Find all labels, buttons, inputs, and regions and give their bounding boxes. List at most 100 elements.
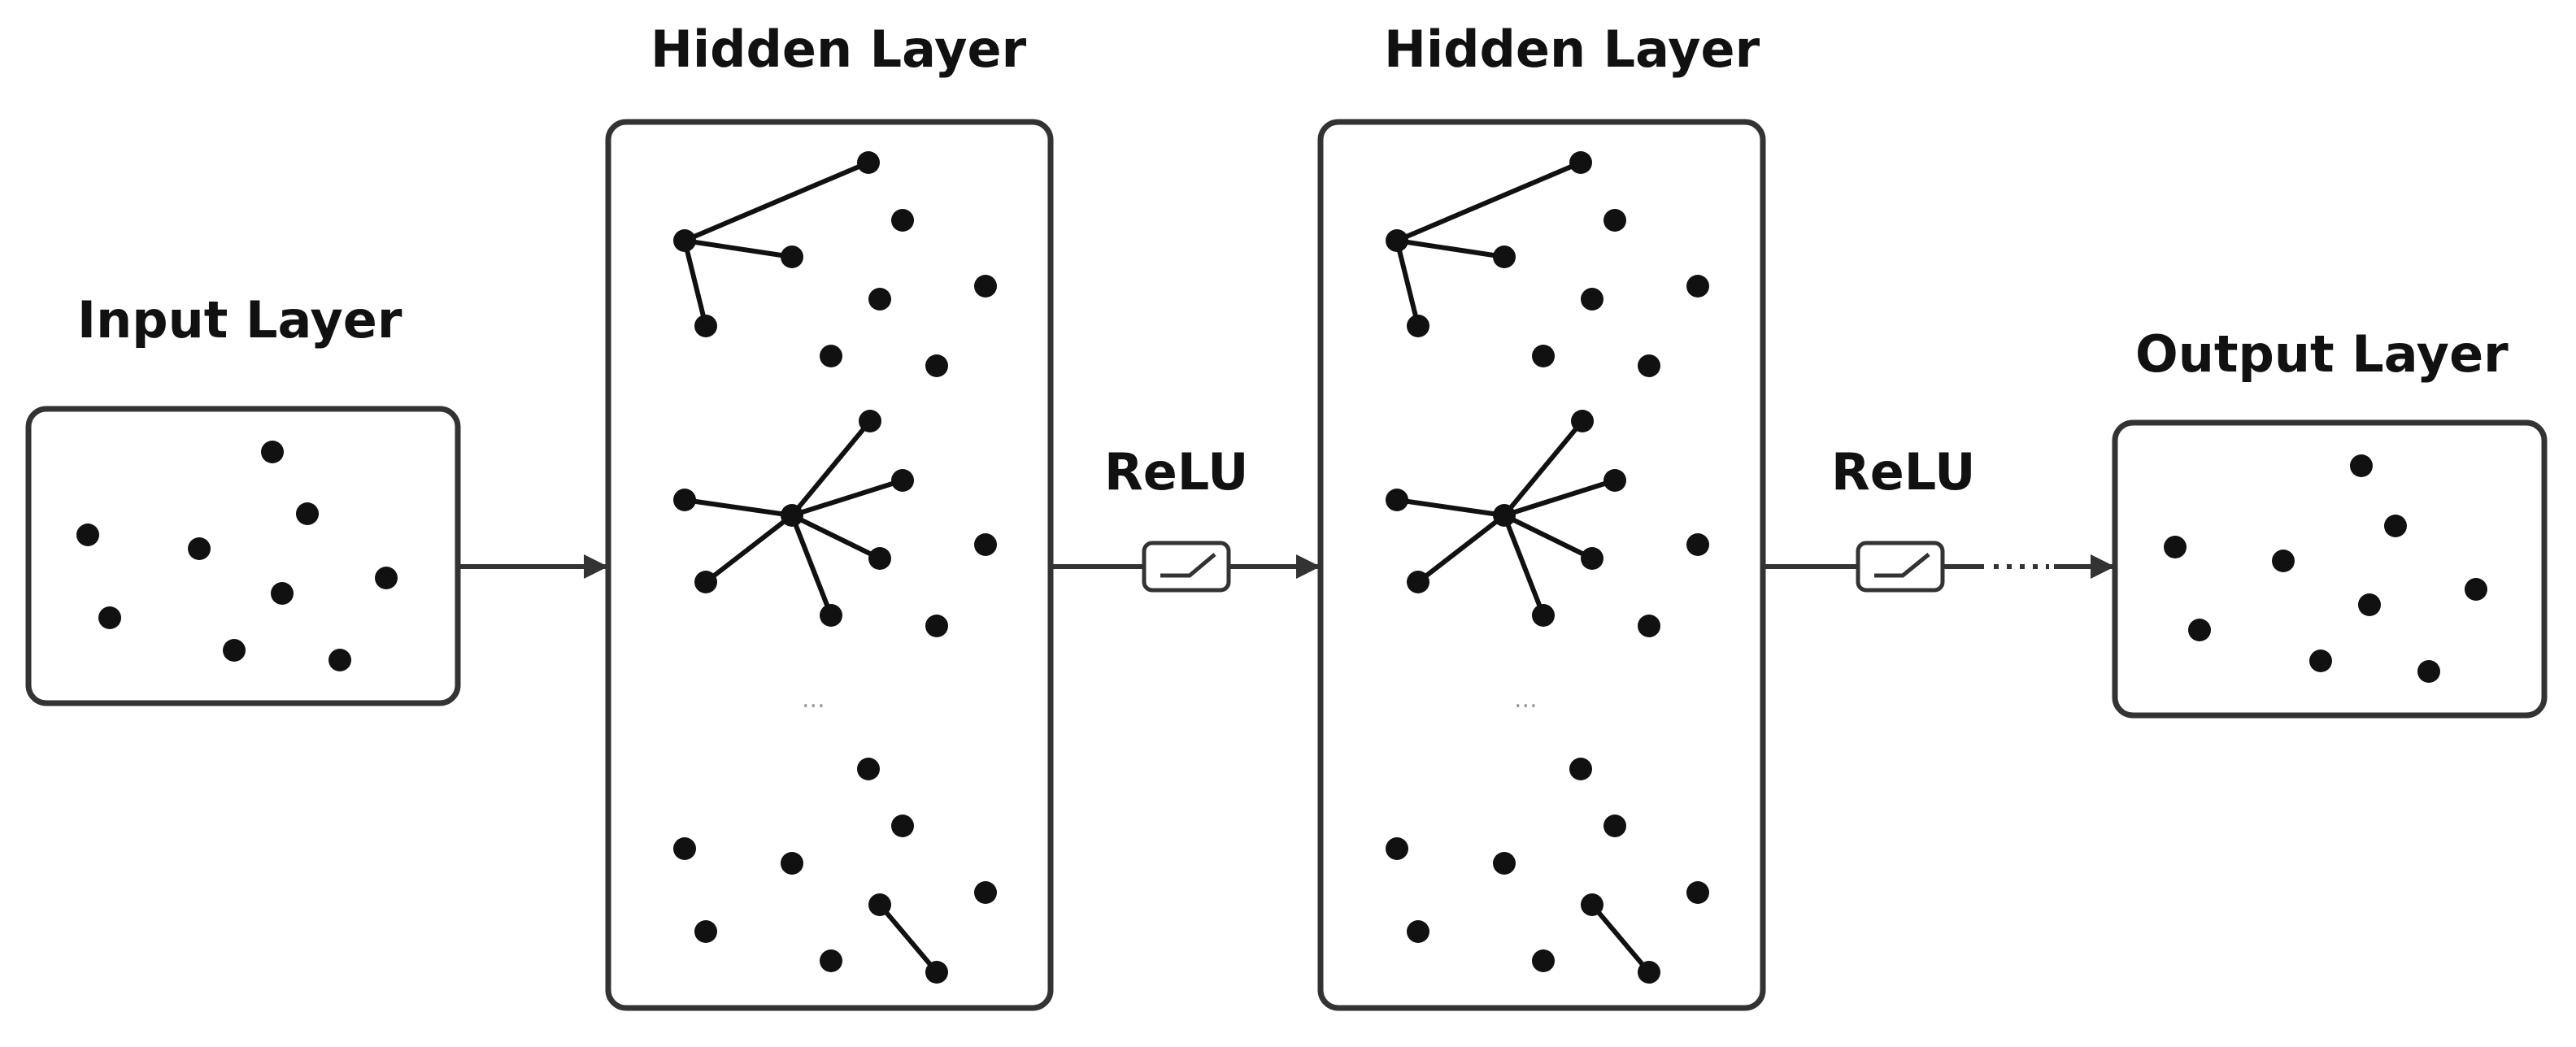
output-layer-label: Output Layer — [2135, 324, 2509, 384]
hidden-layer-1-neuron-0 — [857, 151, 880, 174]
hidden-layer-1-edge-5 — [791, 478, 903, 518]
hidden-layer-2-neuron-16 — [1532, 604, 1555, 627]
input-layer-label: Input Layer — [77, 290, 402, 350]
relu-2-icon — [1856, 541, 1945, 593]
output-layer-neuron-6 — [2188, 619, 2211, 641]
relu-1-label: ReLU — [1104, 442, 1248, 502]
hidden-layer-2-neuron-13 — [1686, 533, 1709, 556]
hidden-layer-1-neuron-16 — [820, 604, 842, 627]
hidden-layer-2-neuron-6 — [1407, 315, 1429, 337]
output-layer-neuron-5 — [2358, 593, 2381, 616]
hidden-layer-1-edge-0 — [683, 160, 870, 243]
hidden-layer-2-neuron-7 — [1532, 345, 1555, 367]
hidden-layer-2-neuron-20 — [1386, 837, 1408, 860]
relu-1-curve — [1160, 553, 1216, 578]
hidden-layer-2-edge-9 — [1590, 903, 1651, 974]
hidden-layer-2-neuron-12 — [1493, 504, 1516, 527]
hidden-layer-1-neuron-4 — [974, 275, 997, 298]
output-layer-neuron-1 — [2384, 515, 2407, 537]
input-layer-neuron-1 — [296, 502, 319, 525]
hidden-layer-1-neuron-8 — [925, 354, 948, 377]
hidden-layer-1-edge-8 — [704, 513, 794, 584]
hidden-layer-2-neuron-25 — [1532, 949, 1555, 972]
hidden-layer-2-edge-0 — [1395, 160, 1582, 243]
hidden-layer-2-neuron-11 — [1386, 489, 1408, 511]
hidden-layer-2-edge-2 — [1395, 240, 1421, 327]
hidden-layer-1-label: Hidden Layer — [651, 20, 1027, 79]
hidden-layer-1-neuron-19 — [891, 815, 914, 837]
edges-group — [682, 160, 1651, 974]
output-layer-neuron-4 — [2465, 578, 2487, 601]
hidden-layer-2-neuron-4 — [1686, 275, 1709, 298]
input-layer-neuron-0 — [261, 441, 284, 463]
hidden-layer-1-neuron-26 — [925, 961, 948, 984]
hidden-layer-1-neuron-22 — [974, 881, 997, 904]
output-layer-neuron-8 — [2417, 660, 2440, 683]
hidden-layer-1-neuron-18 — [857, 758, 880, 780]
hidden-layer-2-neuron-26 — [1638, 961, 1660, 984]
output-layer-neuron-3 — [2272, 550, 2295, 572]
hidden-layer-2-edge-1 — [1396, 238, 1505, 259]
hidden-layer-1-neuron-10 — [891, 469, 914, 492]
hidden-layer-2-edge-5 — [1503, 478, 1616, 518]
hidden-layer-2-edge-6 — [1503, 513, 1594, 561]
input-layer-neuron-3 — [188, 537, 211, 560]
hidden-layer-1-neuron-13 — [974, 533, 997, 556]
hidden-layer-1-neuron-6 — [694, 315, 717, 337]
relu-2-label: ReLU — [1831, 442, 1975, 502]
input-layer-neuron-5 — [271, 582, 294, 605]
hidden-layer-1-edge-1 — [684, 238, 793, 259]
hidden-layer-2-neuron-10 — [1603, 469, 1626, 492]
hidden-layer-1-neuron-11 — [673, 489, 696, 511]
hidden-layer-1-neuron-25 — [820, 949, 842, 972]
hidden-layer-2-neuron-1 — [1386, 229, 1408, 252]
hidden-layer-1-neuron-7 — [820, 345, 842, 367]
hidden-layer-1-neuron-1 — [673, 229, 696, 252]
hidden-layer-2-neuron-5 — [1581, 288, 1603, 311]
input-layer-neuron-6 — [98, 606, 121, 629]
hidden-layer-1-neuron-12 — [781, 504, 803, 527]
input-layer-box — [25, 406, 461, 706]
hidden-layer-2-neuron-22 — [1686, 881, 1709, 904]
hidden-layer-1-edge-4 — [790, 419, 872, 517]
hidden-layer-1-edge-3 — [684, 497, 793, 518]
hidden-layer-1-neuron-14 — [868, 547, 891, 570]
hidden-layer-1-ellipsis: ... — [802, 685, 825, 714]
input-layer-neuron-2 — [76, 524, 99, 546]
hidden-layer-2-neuron-0 — [1569, 151, 1592, 174]
input-layer-neuron-8 — [329, 649, 351, 671]
hidden-layer-1-neuron-21 — [781, 852, 803, 875]
relu-2-curve — [1874, 553, 1930, 578]
input-layer-neuron-4 — [375, 567, 398, 589]
hidden-layer-2-neuron-2 — [1603, 209, 1626, 232]
hidden-layer-2-neuron-3 — [1493, 245, 1516, 268]
hidden-layer-2-edge-4 — [1502, 419, 1585, 517]
hidden-layer-2-neuron-24 — [1407, 920, 1429, 943]
hidden-layer-2-box — [1317, 119, 1766, 1011]
hidden-layer-2-label: Hidden Layer — [1384, 20, 1760, 79]
hidden-layer-1-neuron-9 — [859, 410, 881, 432]
hidden-layer-2-neuron-17 — [1638, 615, 1660, 637]
output-layer-neuron-2 — [2164, 536, 2187, 558]
hidden-layer-1-box — [605, 119, 1054, 1011]
hidden-layer-1-neuron-3 — [781, 245, 803, 268]
hidden-layer-1-edge-7 — [790, 514, 833, 617]
input-layer-neuron-7 — [223, 639, 246, 662]
output-layer-box — [2112, 419, 2548, 719]
hidden-layer-2-neuron-23 — [1581, 893, 1603, 916]
hidden-layer-1-edge-9 — [877, 903, 939, 974]
hidden-layer-2-neuron-9 — [1571, 410, 1594, 432]
hidden-layer-2-neuron-19 — [1603, 815, 1626, 837]
hidden-layer-2-neuron-8 — [1638, 354, 1660, 377]
output-layer-neuron-7 — [2309, 649, 2332, 672]
hidden-layer-2-neuron-14 — [1581, 547, 1603, 570]
hidden-layer-2-neuron-18 — [1569, 758, 1592, 780]
hidden-layer-1-neuron-17 — [925, 615, 948, 637]
hidden-layer-1-neuron-24 — [694, 920, 717, 943]
hidden-layer-2-edge-7 — [1502, 514, 1546, 617]
hidden-layer-1-edge-6 — [790, 513, 881, 561]
hidden-layer-2-edge-8 — [1416, 513, 1506, 584]
hidden-layer-1-neuron-2 — [891, 209, 914, 232]
hidden-layer-1-neuron-23 — [868, 893, 891, 916]
